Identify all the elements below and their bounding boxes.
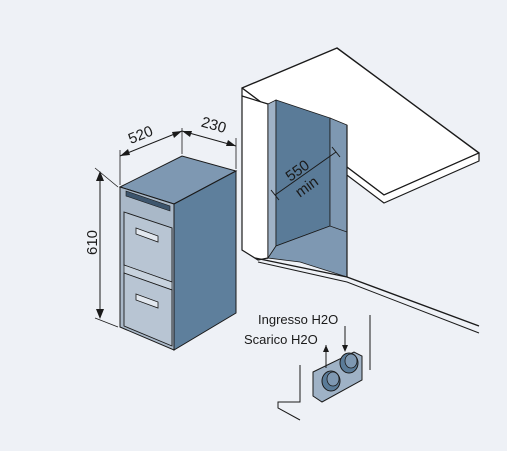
niche-plinth-lower — [257, 261, 480, 334]
niche-plinth — [254, 257, 480, 327]
ice-maker-unit — [118, 155, 238, 351]
niche-depth-tick-a — [270, 189, 280, 201]
niche-left-wall — [241, 95, 269, 261]
wall-edge — [277, 365, 301, 421]
height-extension-top — [94, 167, 119, 188]
inlet-fitting — [339, 352, 359, 374]
drain-leader-arrow — [323, 345, 329, 352]
depth-value: 230 — [199, 114, 228, 137]
water-drain-label: Scarico H2O — [244, 332, 318, 347]
drain-fitting — [321, 370, 341, 392]
niche-depth-line — [274, 151, 337, 196]
width-arrow-right — [172, 131, 182, 138]
lower-drawer — [123, 272, 173, 347]
drain-fitting-face — [326, 371, 340, 387]
water-connection-detail: Ingresso H2O Scarico H2O — [244, 312, 371, 421]
width-line — [119, 130, 183, 157]
water-inlet-label: Ingresso H2O — [258, 312, 338, 327]
width-arrow-left — [120, 149, 130, 156]
depth-arrow-left — [182, 131, 192, 137]
height-dimension: 610 — [84, 167, 119, 328]
height-value: 610 — [84, 230, 101, 255]
lower-drawer-handle — [135, 293, 159, 309]
control-panel — [125, 190, 171, 212]
height-arrow-bottom — [96, 309, 104, 319]
upper-drawer-handle — [135, 227, 159, 243]
height-arrow-top — [96, 171, 104, 181]
niche-inner-side — [267, 99, 277, 260]
width-value: 520 — [126, 123, 156, 148]
inlet-fitting-face — [344, 353, 358, 369]
height-extension-bottom — [94, 317, 119, 328]
unit-side — [173, 170, 237, 351]
depth-arrow-right — [226, 140, 236, 146]
niche-depth-tick-b — [331, 146, 341, 158]
niche-cabinet — [241, 47, 480, 334]
inlet-leader-arrow — [342, 345, 348, 352]
depth-dimension: 230 — [181, 114, 237, 169]
